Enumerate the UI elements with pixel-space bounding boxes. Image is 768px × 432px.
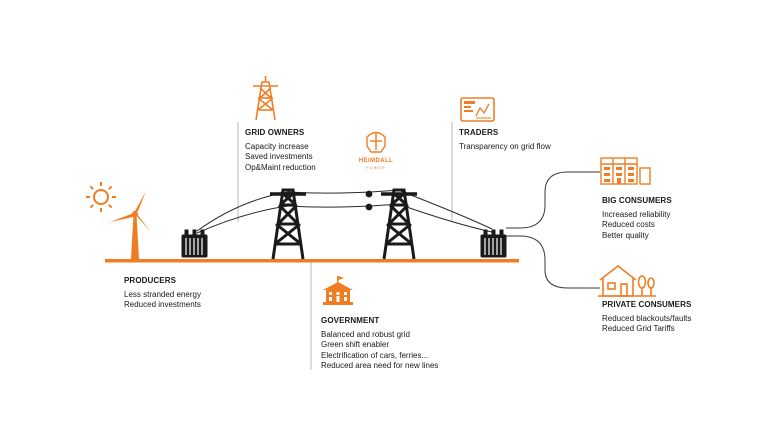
big-consumers-title: BIG CONSUMERS xyxy=(602,196,672,205)
benefit-item: Saved investments xyxy=(245,152,313,161)
benefit-item: Capacity increase xyxy=(245,141,309,151)
viking-helmet-logo xyxy=(366,131,386,153)
brand-tagline: POWER xyxy=(366,166,386,170)
government-title: GOVERNMENT xyxy=(321,316,380,325)
benefit-item: Electrification of cars, ferries... xyxy=(321,350,429,360)
grid-owners-title: GRID OWNERS xyxy=(245,128,305,137)
benefit-item: Op&Maint reduction xyxy=(245,162,316,172)
benefit-item: Increased reliability xyxy=(602,209,671,219)
sun-icon xyxy=(86,182,116,212)
house-icon xyxy=(598,264,656,297)
heimdall-sensor-lower xyxy=(365,203,373,211)
government-building-icon xyxy=(323,276,353,305)
grid-owners-block: GRID OWNERS Capacity increase Saved inve… xyxy=(245,128,316,173)
heimdall-sensor-upper xyxy=(365,190,373,198)
benefit-item: Less stranded energy xyxy=(124,289,201,299)
branch-to-private-consumers xyxy=(506,235,600,289)
producers-block: PRODUCERS Less stranded energy Reduced i… xyxy=(124,276,201,311)
ground-line xyxy=(105,259,519,263)
private-consumers-block: PRIVATE CONSUMERS Reduced blackouts/faul… xyxy=(602,300,691,335)
benefit-item: Reduced Grid Tariffs xyxy=(602,324,675,333)
benefit-item: Green shift enabler xyxy=(321,340,390,349)
traders-title: TRADERS xyxy=(459,128,499,137)
power-tower-icon xyxy=(253,76,278,121)
power-line-conductors xyxy=(196,189,493,234)
heimdall-brand: HEIMDALL POWER xyxy=(348,158,404,171)
producers-title: PRODUCERS xyxy=(124,276,177,285)
grid-owners-benefits: Capacity increase Saved investments Op&M… xyxy=(245,142,316,174)
pylon-right xyxy=(381,188,417,260)
private-consumers-benefits: Reduced blackouts/faults Reduced Grid Ta… xyxy=(602,314,691,335)
benefit-item: Reduced area need for new lines xyxy=(321,361,439,370)
traders-benefits: Transparency on grid flow xyxy=(459,142,551,153)
big-consumers-block: BIG CONSUMERS Increased reliability Redu… xyxy=(602,196,672,241)
transformer-left xyxy=(181,229,208,258)
trading-screen-icon xyxy=(460,97,495,122)
benefit-item: Transparency on grid flow xyxy=(459,141,551,151)
traders-block: TRADERS Transparency on grid flow xyxy=(459,128,551,152)
private-consumers-title: PRIVATE CONSUMERS xyxy=(602,300,692,309)
factory-icon xyxy=(600,157,651,185)
government-benefits: Balanced and robust grid Green shift ena… xyxy=(321,330,438,372)
brand-name: HEIMDALL xyxy=(358,158,394,164)
benefit-item: Reduced costs xyxy=(602,220,655,229)
benefit-item: Balanced and robust grid xyxy=(321,329,410,339)
benefit-item: Reduced blackouts/faults xyxy=(602,313,692,323)
big-consumers-benefits: Increased reliability Reduced costs Bett… xyxy=(602,210,672,242)
transformer-right xyxy=(480,229,507,258)
branch-to-big-consumers xyxy=(506,171,600,229)
pylon-left xyxy=(270,188,306,260)
government-block: GOVERNMENT Balanced and robust grid Gree… xyxy=(321,316,438,372)
benefit-item: Better quality xyxy=(602,230,649,240)
producers-benefits: Less stranded energy Reduced investments xyxy=(124,290,201,311)
benefit-item: Reduced investments xyxy=(124,300,201,309)
wind-turbine-icon xyxy=(110,191,151,259)
